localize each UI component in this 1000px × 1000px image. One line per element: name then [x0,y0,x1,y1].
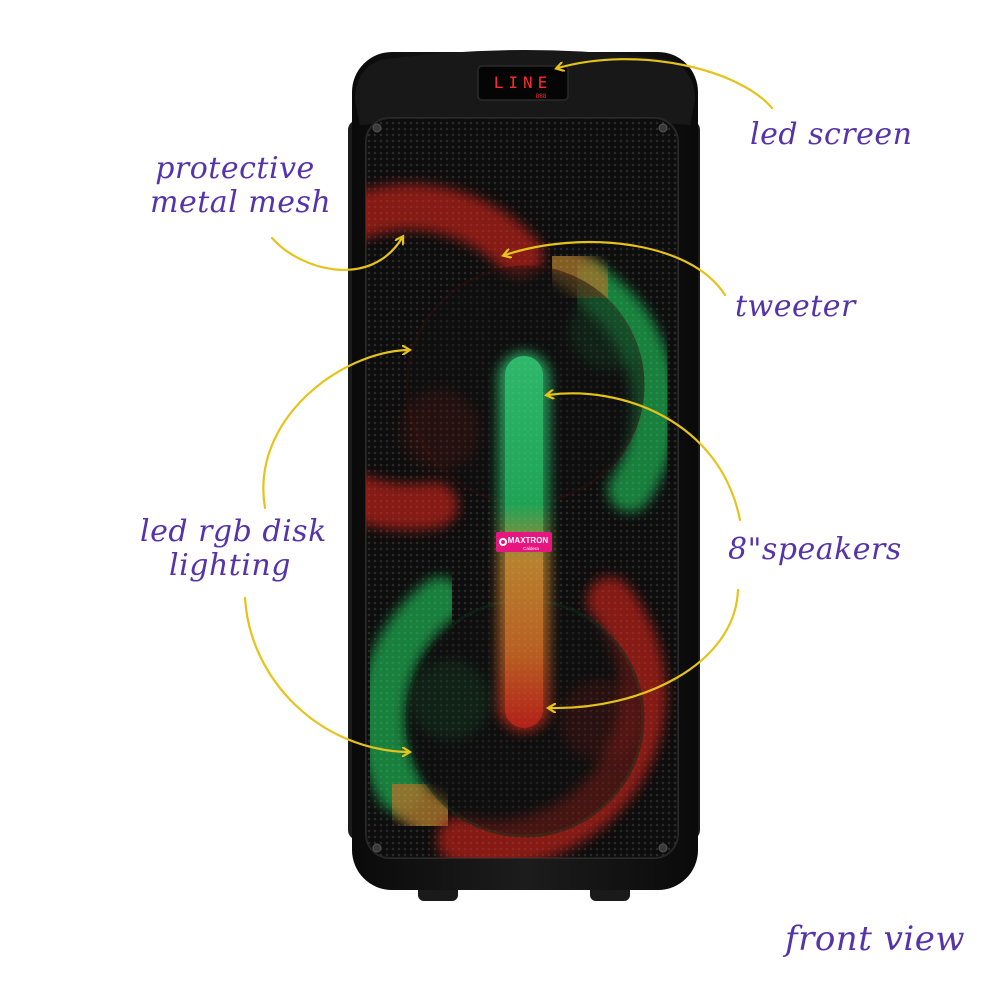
label-tweeter: tweeter [735,289,856,324]
label-protective-metal-mesh: protective metal mesh [150,151,332,220]
label-led-screen: led screen [750,117,913,152]
label-protective-line1: protective [155,151,315,186]
led-screen-subtext: 888 [536,93,547,100]
label-protective-line2: metal mesh [150,185,332,220]
arrow-protective-mesh [270,238,402,272]
arrow-led-screen [558,58,774,110]
label-led-rgb-line2: lighting [169,548,291,583]
brand-badge-name: MAXTRON [508,536,549,545]
arrow-speakers-upper [548,393,742,522]
screw-icon [658,843,668,853]
arrow-led-rgb-lower [243,596,408,752]
led-screen-text: LINE [494,73,553,92]
screw-icon [372,123,382,133]
label-speakers: 8"speakers [728,532,902,567]
led-screen-panel [477,65,569,101]
brand-badge [496,532,552,552]
label-front-view: front view [785,919,965,959]
label-led-rgb-disk-lighting: led rgb disk lighting [140,514,327,583]
brand-badge-sub: Caldera [523,546,539,551]
screw-icon [372,843,382,853]
arrow-led-rgb-upper [262,350,408,510]
label-led-rgb-line1: led rgb disk [140,514,327,549]
arrow-speakers-lower [550,588,740,708]
arrow-tweeter [505,241,727,297]
screw-icon [658,123,668,133]
